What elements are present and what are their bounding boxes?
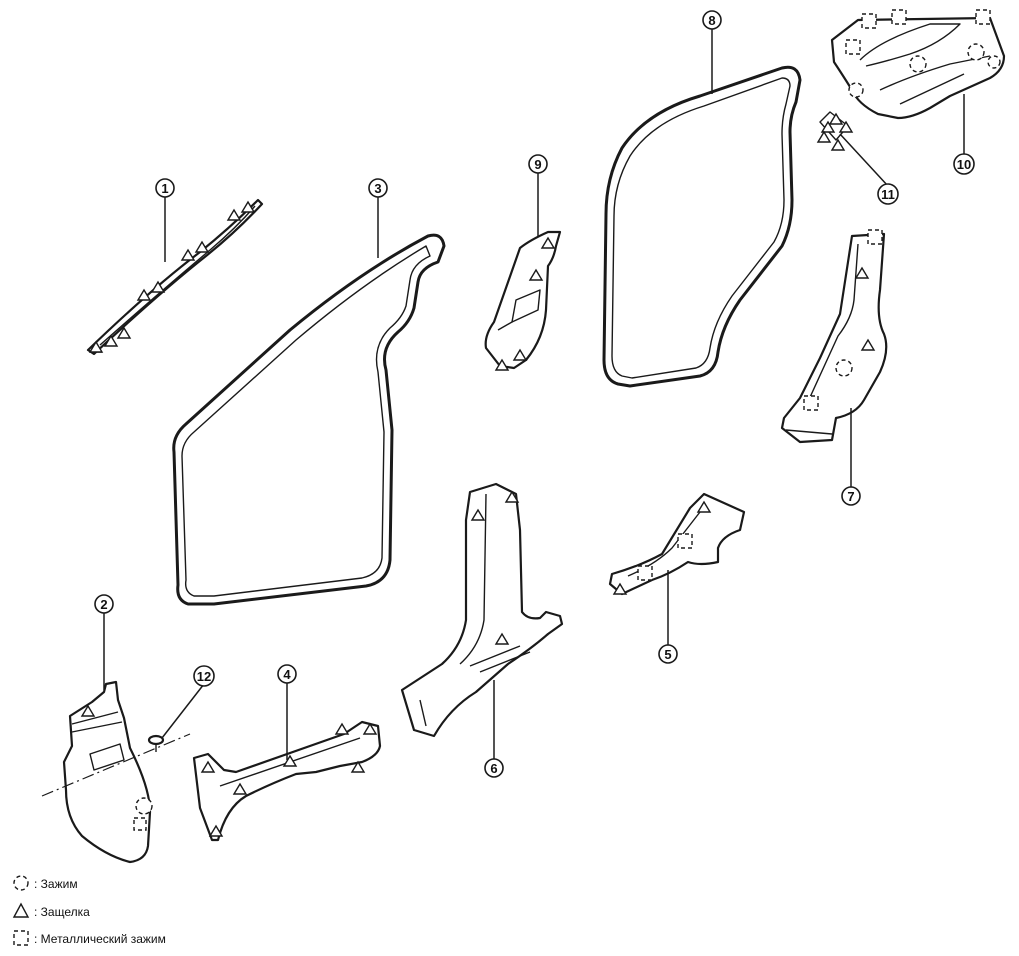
triangle-icon — [12, 902, 30, 918]
part-6-center-pillar-trim — [400, 482, 564, 738]
svg-text:12: 12 — [197, 669, 211, 684]
svg-text:6: 6 — [490, 761, 497, 776]
svg-text:11: 11 — [881, 187, 895, 202]
svg-text:1: 1 — [161, 181, 168, 196]
callout-9: 9 — [528, 154, 548, 174]
callout-11: 11 — [877, 183, 899, 205]
callout-4: 4 — [277, 664, 297, 684]
svg-text:3: 3 — [374, 181, 381, 196]
callout-7: 7 — [841, 486, 861, 506]
legend: : Зажим : Защелка : Металлический зажим — [12, 875, 166, 946]
dashed-square-icon — [13, 930, 29, 946]
part-9-pillar-trim — [484, 230, 562, 370]
callout-5: 5 — [658, 644, 678, 664]
legend-label-clip: : Зажим — [34, 877, 78, 891]
part-7-rear-pillar-lower-trim — [780, 232, 888, 444]
alignment-line — [41, 733, 191, 797]
callout-3: 3 — [368, 178, 388, 198]
latch-markers — [80, 112, 876, 837]
svg-text:5: 5 — [664, 647, 671, 662]
part-8-rear-door-seal — [602, 65, 802, 388]
part-2-cowl-side-trim — [62, 680, 152, 864]
part-5-wheel-arch-trim — [608, 492, 746, 596]
leader-lines — [103, 28, 965, 760]
part-12-clip-screw — [147, 734, 165, 752]
svg-text:7: 7 — [847, 489, 854, 504]
legend-label-latch: : Защелка — [34, 905, 90, 919]
part-3-front-door-seal — [172, 233, 446, 606]
dashed-circle-icon — [13, 875, 29, 891]
svg-text:9: 9 — [534, 157, 541, 172]
callout-8: 8 — [702, 10, 722, 30]
part-1-roof-garnish — [86, 198, 264, 356]
legend-label-metal-clip: : Металлический зажим — [34, 932, 166, 946]
metal-clip-markers — [133, 9, 991, 831]
svg-text:2: 2 — [100, 597, 107, 612]
svg-text:10: 10 — [957, 157, 971, 172]
callout-2: 2 — [94, 594, 114, 614]
callout-12: 12 — [193, 665, 215, 687]
callout-1: 1 — [155, 178, 175, 198]
callout-10: 10 — [953, 153, 975, 175]
callout-6: 6 — [484, 758, 504, 778]
svg-text:4: 4 — [283, 667, 291, 682]
svg-text:8: 8 — [708, 13, 715, 28]
clip-markers — [135, 43, 1001, 815]
